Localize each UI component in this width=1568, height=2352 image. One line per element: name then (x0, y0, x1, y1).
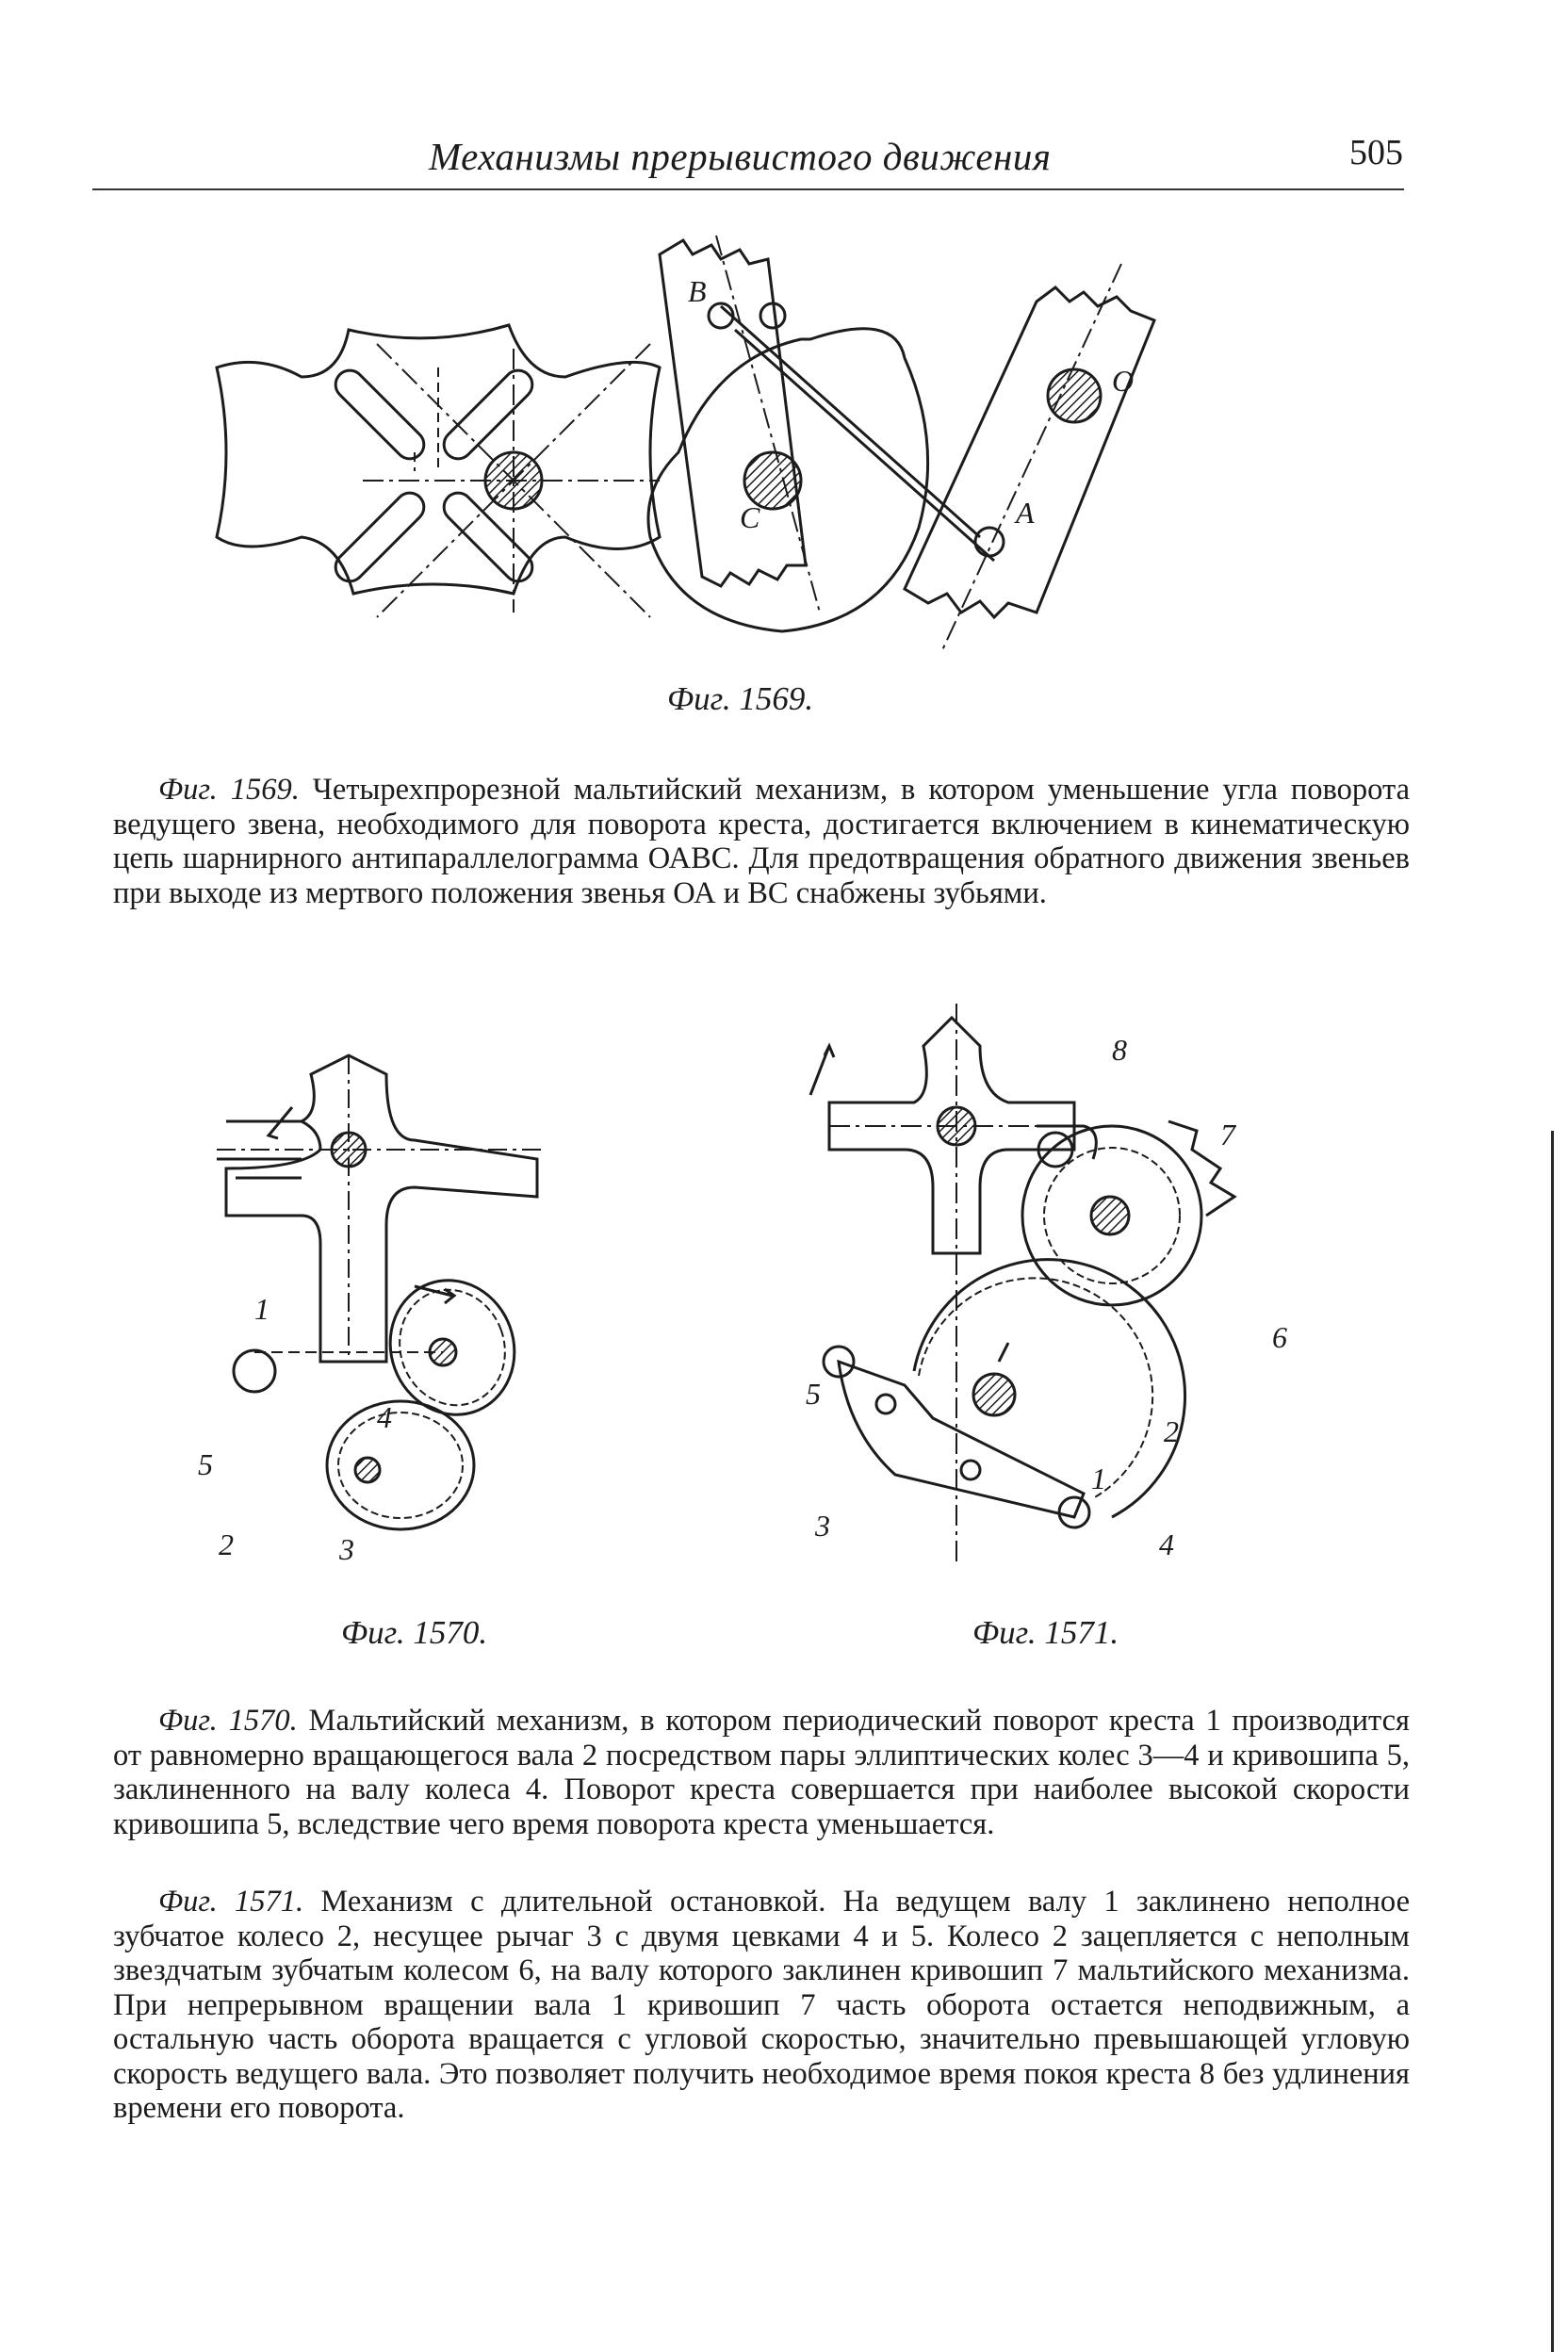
cross-1570-outline (224, 1054, 539, 1364)
figure-1569-label: Фиг. 1569. (667, 680, 814, 717)
driving-disc (646, 327, 930, 633)
point-label-o: O (1112, 364, 1134, 398)
caption-1570-text: Мальтийский механизм, в котором периодич… (113, 1704, 1410, 1841)
point-label-a: A (1014, 496, 1035, 530)
part-label-2: 2 (1164, 1414, 1179, 1448)
part-label-8: 8 (1112, 1033, 1127, 1067)
shaft-6 (1089, 1195, 1131, 1236)
shaft-2 (353, 1456, 382, 1484)
part-label-5: 5 (198, 1447, 213, 1481)
part-label-4: 4 (1159, 1527, 1174, 1561)
elliptic-wheel-4 (388, 1279, 516, 1416)
shaft-o (1046, 368, 1102, 424)
cross-1570-shaft (330, 1131, 368, 1168)
crank-7-pin (1037, 1131, 1074, 1168)
crank-pin-5 (232, 1348, 277, 1394)
partial-gear-2 (912, 1258, 1187, 1519)
pivot-b2 (759, 302, 787, 330)
caption-1569-ref: Фиг. 1569. (158, 773, 300, 807)
figure-1570-drawing: 1 2 3 4 5 (198, 1054, 547, 1566)
caption-fig-1571: Фиг. 1571. Механизм с длительной останов… (113, 1885, 1410, 2126)
caption-1569-text: Четырехпрорезной мальтийский механизм, в… (113, 773, 1410, 910)
figure-1570-label: Фиг. 1570. (341, 1614, 488, 1651)
part-label-5: 5 (806, 1377, 821, 1411)
caption-fig-1570: Фиг. 1570. Мальтийский механизм, в котор… (113, 1704, 1410, 1841)
point-label-c: C (740, 500, 760, 534)
header-rule (92, 188, 1404, 190)
running-header-title: Механизмы прерывистого движения (429, 135, 1052, 178)
elliptic-wheel-3 (325, 1399, 476, 1531)
page-edge-rule (1551, 1131, 1554, 2352)
caption-fig-1569: Фиг. 1569. Четырехпрорезной мальтийский … (113, 773, 1410, 910)
figure-1569-drawing: B O C A (215, 235, 1156, 651)
part-label-1: 1 (1091, 1462, 1106, 1495)
part-label-1: 1 (254, 1292, 270, 1326)
point-label-b: B (688, 274, 707, 308)
part-label-7: 7 (1220, 1118, 1237, 1152)
caption-1571-ref: Фиг. 1571. (158, 1885, 304, 1919)
pivot-a (973, 526, 1005, 558)
pin-4 (1057, 1495, 1091, 1529)
figure-1571-drawing: 1 2 3 4 5 6 7 8 (806, 1004, 1287, 1564)
part-label-6: 6 (1272, 1320, 1287, 1354)
shaft-1 (972, 1372, 1017, 1417)
star-wheel-6 (1021, 1124, 1203, 1307)
part-label-4: 4 (377, 1400, 392, 1434)
toothed-lever-oa (903, 286, 1156, 620)
part-label-2: 2 (219, 1527, 234, 1561)
caption-1570-ref: Фиг. 1570. (158, 1704, 298, 1738)
toothed-link-bc (658, 237, 808, 588)
page-number: 505 (1349, 133, 1403, 172)
part-label-3: 3 (338, 1532, 354, 1566)
cross-slots (334, 368, 534, 583)
part-label-3: 3 (814, 1509, 830, 1543)
lever-3 (837, 1359, 1086, 1519)
pin-5 (822, 1345, 856, 1379)
figure-1571-label: Фиг. 1571. (972, 1614, 1119, 1651)
caption-1571-text: Механизм с длительной остановкой. На вед… (113, 1885, 1410, 2125)
